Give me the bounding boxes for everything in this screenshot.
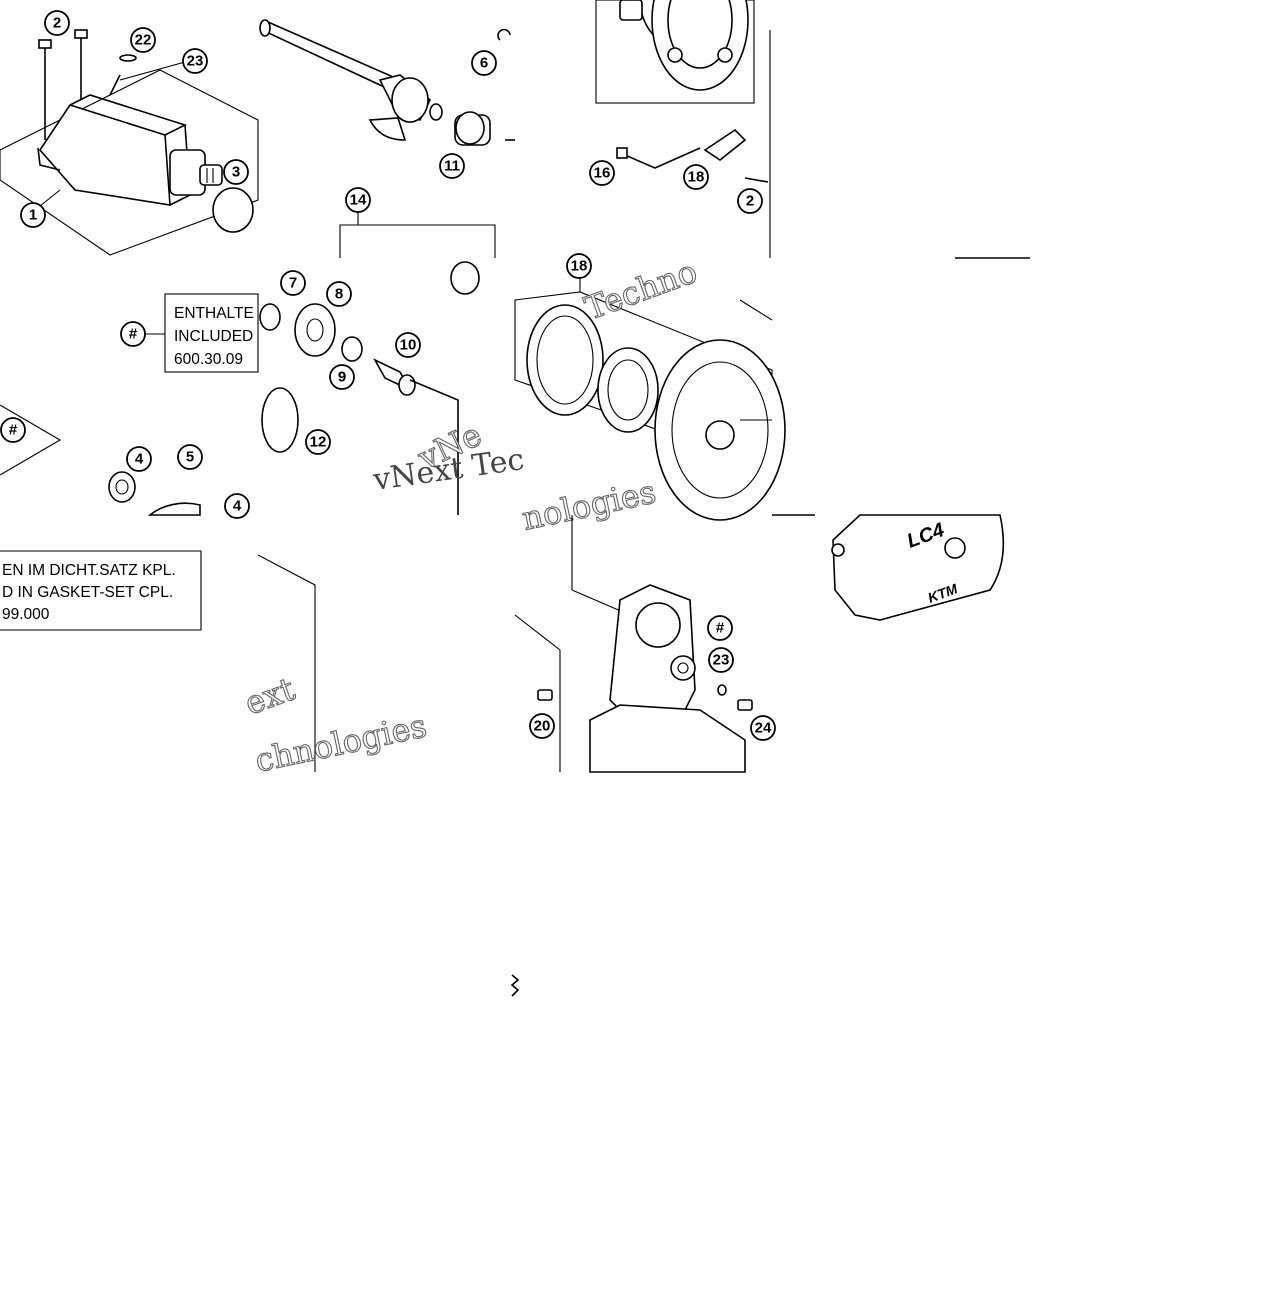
svg-text:4: 4 bbox=[135, 451, 144, 468]
svg-text:INCLUDED: INCLUDED bbox=[174, 328, 253, 345]
callout-4b: 4 bbox=[224, 493, 250, 519]
svg-text:#: # bbox=[129, 326, 138, 343]
watermark-text: nologies bbox=[519, 472, 659, 537]
callout-12: 12 bbox=[305, 429, 331, 455]
callout-23: 22 bbox=[130, 27, 156, 53]
svg-text:#: # bbox=[9, 422, 18, 439]
svg-text:4: 4 bbox=[233, 498, 242, 515]
svg-text:22: 22 bbox=[135, 32, 152, 49]
callout-20: 20 bbox=[529, 713, 555, 739]
starter-cover-assembly bbox=[514, 515, 753, 773]
svg-text:600.30.09: 600.30.09 bbox=[174, 351, 243, 368]
callout-11: 11 bbox=[439, 153, 465, 179]
callout-8: 8 bbox=[326, 281, 352, 307]
callout-7: 7 bbox=[280, 270, 306, 296]
svg-text:18: 18 bbox=[688, 169, 705, 186]
svg-text:12: 12 bbox=[310, 434, 327, 451]
callout-4: 4 bbox=[126, 446, 152, 472]
svg-text:23: 23 bbox=[713, 652, 730, 669]
watermark-text: chnologies bbox=[252, 706, 430, 779]
callout-9: 9 bbox=[329, 364, 355, 390]
callout-hash-2: # bbox=[0, 417, 26, 443]
svg-text:11: 11 bbox=[444, 158, 460, 175]
svg-text:8: 8 bbox=[335, 286, 343, 303]
svg-text:6: 6 bbox=[480, 55, 488, 72]
svg-text:20: 20 bbox=[534, 718, 551, 735]
svg-text:99.000: 99.000 bbox=[2, 606, 50, 623]
callout-18: 18 bbox=[566, 253, 592, 279]
callout-1: 1 bbox=[20, 202, 46, 228]
svg-text:18: 18 bbox=[571, 258, 588, 275]
svg-text:16: 16 bbox=[594, 165, 611, 182]
callout-2: 2 bbox=[44, 10, 70, 36]
svg-text:14: 14 bbox=[350, 192, 367, 209]
callout-10: 10 bbox=[395, 332, 421, 358]
svg-text:9: 9 bbox=[338, 369, 346, 386]
svg-text:2: 2 bbox=[746, 193, 754, 210]
partial-glyph bbox=[510, 974, 520, 997]
gear-stack-7-12 bbox=[259, 261, 480, 515]
large-gear-assembly bbox=[595, 0, 771, 258]
engine-cover: LC4 KTM bbox=[831, 514, 1005, 621]
callout-6: 6 bbox=[471, 50, 497, 76]
svg-text:#: # bbox=[716, 620, 725, 637]
svg-text:D IN GASKET-SET CPL.: D IN GASKET-SET CPL. bbox=[2, 584, 173, 601]
callout-2b: 2 bbox=[737, 188, 763, 214]
watermark-text: ext bbox=[240, 670, 300, 723]
callout-14: 14 bbox=[345, 187, 371, 213]
svg-text:5: 5 bbox=[186, 449, 194, 466]
callout-5: 5 bbox=[177, 444, 203, 470]
callout-15: 16 bbox=[589, 160, 615, 186]
svg-text:2: 2 bbox=[53, 15, 61, 32]
gasket-note-right: EN IM DICHT.SATZ KPL. D IN GASKET-SET CP… bbox=[0, 550, 202, 631]
svg-text:24: 24 bbox=[755, 720, 772, 737]
svg-text:3: 3 bbox=[232, 164, 240, 181]
gasket-note-left: ENTHALTE INCLUDED 600.30.09 bbox=[145, 293, 259, 373]
bearing-gear-4-5 bbox=[108, 471, 201, 516]
idler-shaft-assembly bbox=[259, 19, 515, 146]
flywheel-assembly bbox=[514, 278, 786, 521]
svg-text:ENTHALTE: ENTHALTE bbox=[174, 305, 254, 322]
svg-text:EN IM DICHT.SATZ KPL.: EN IM DICHT.SATZ KPL. bbox=[2, 562, 176, 579]
starter-motor-assembly bbox=[0, 29, 259, 256]
svg-text:10: 10 bbox=[400, 337, 417, 354]
svg-text:23: 23 bbox=[187, 53, 204, 70]
callout-hash-3: # bbox=[707, 615, 733, 641]
callout-24: 23 bbox=[182, 48, 208, 74]
callout-16: 18 bbox=[683, 164, 709, 190]
svg-text:7: 7 bbox=[289, 275, 297, 292]
callout-hash-1: # bbox=[120, 321, 146, 347]
callout-label: 1 bbox=[29, 207, 37, 224]
callout-3: 3 bbox=[223, 159, 249, 185]
callout-21: 23 bbox=[708, 647, 734, 673]
callout-22: 24 bbox=[750, 715, 776, 741]
